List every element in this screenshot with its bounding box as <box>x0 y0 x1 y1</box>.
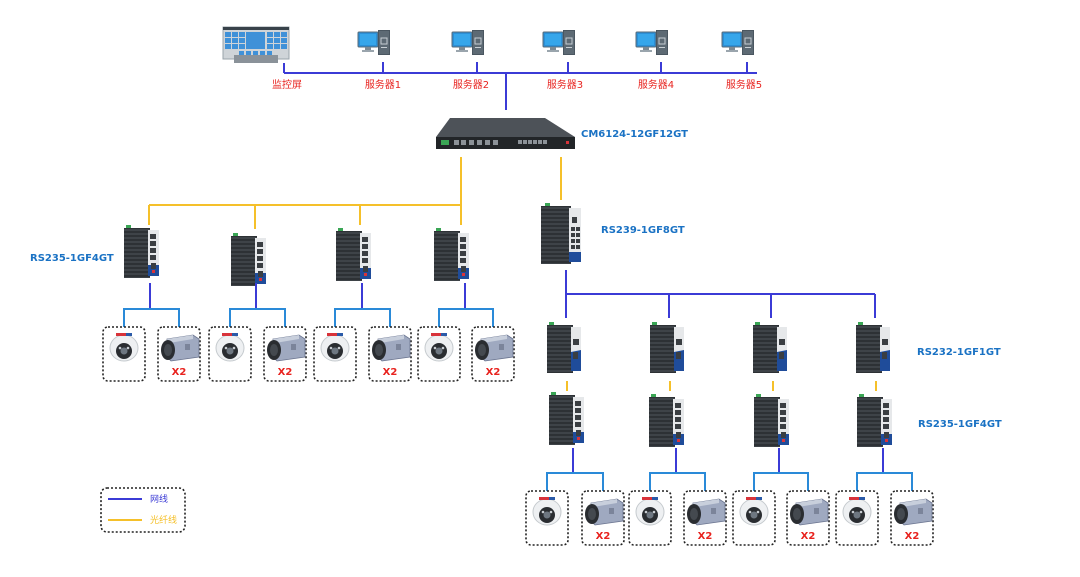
box-camera-icon <box>266 334 306 362</box>
camera-branch-link <box>856 472 913 491</box>
legend: 网线 光纤线 <box>100 487 186 533</box>
right-network-bus <box>565 270 876 318</box>
camera-group-box: X2 <box>786 490 830 546</box>
camera-group-dome <box>628 490 672 546</box>
camera-links <box>123 283 913 491</box>
camera-quantity-label: X2 <box>383 367 398 378</box>
server-2-icon <box>451 29 485 56</box>
legend-network-label: 网线 <box>150 493 168 505</box>
camera-quantity-label: X2 <box>698 531 713 542</box>
aggregation-switch-model-label: RS239-1GF8GT <box>601 225 685 236</box>
camera-group-box: X2 <box>263 326 307 382</box>
camera-group-box: X2 <box>890 490 934 546</box>
device-label-server-1: 服务器1 <box>365 78 401 91</box>
fiber-links <box>148 157 877 391</box>
left-access-switch-2-icon <box>231 233 266 286</box>
media-converter-4-icon <box>856 322 890 373</box>
left-switch-model-label: RS235-1GF4GT <box>30 253 114 264</box>
camera-group-dome <box>313 326 357 382</box>
device-label-server-5: 服务器5 <box>726 78 762 91</box>
right-access-switch-4-icon <box>857 394 892 447</box>
left-access-switch-3-icon <box>336 228 371 281</box>
camera-group-dome <box>835 490 879 546</box>
right-access-switch-model-label: RS235-1GF4GT <box>918 419 1002 430</box>
server-5-icon <box>721 29 755 56</box>
camera-group-box: X2 <box>581 490 625 546</box>
core-switch-model-label: CM6124-12GF12GT <box>581 129 688 140</box>
media-converter-3-icon <box>753 322 787 373</box>
camera-group-dome <box>732 490 776 546</box>
server-1-icon <box>357 29 391 56</box>
camera-group-box: X2 <box>157 326 201 382</box>
box-camera-icon <box>893 498 933 526</box>
camera-group-dome <box>102 326 146 382</box>
media-converter-1-icon <box>547 322 581 373</box>
camera-group-dome <box>208 326 252 382</box>
camera-branch-link <box>334 308 391 327</box>
camera-group-dome <box>525 490 569 546</box>
left-access-switch-1-icon <box>124 225 159 278</box>
box-camera-icon <box>160 334 200 362</box>
box-camera-icon <box>584 498 624 526</box>
right-access-switch-1-icon <box>549 392 584 445</box>
camera-quantity-label: X2 <box>278 367 293 378</box>
camera-branch-link <box>438 308 494 327</box>
box-camera-icon <box>789 498 829 526</box>
left-access-switch-4-icon <box>434 228 469 281</box>
box-camera-icon <box>474 334 514 362</box>
camera-group-box: X2 <box>368 326 412 382</box>
device-label-server-2: 服务器2 <box>453 78 489 91</box>
core-switch-icon <box>436 118 575 149</box>
legend-fiber-label: 光纤线 <box>150 514 177 526</box>
right-access-switch-2-icon <box>649 394 684 447</box>
server-4-icon <box>635 29 669 56</box>
aggregation-switch-icon <box>541 203 581 264</box>
camera-quantity-label: X2 <box>486 367 501 378</box>
camera-quantity-label: X2 <box>172 367 187 378</box>
camera-branch-link <box>753 472 809 491</box>
monitor-wall-icon <box>222 26 290 63</box>
device-label-server-4: 服务器4 <box>638 78 674 91</box>
right-access-switch-3-icon <box>754 394 789 447</box>
camera-group-box: X2 <box>471 326 515 382</box>
top-network-bus <box>283 62 757 110</box>
box-camera-icon <box>686 498 726 526</box>
device-label-monitor-wall: 监控屏 <box>272 78 302 91</box>
legend-box <box>100 487 186 533</box>
box-camera-icon <box>371 334 411 362</box>
media-converter-2-icon <box>650 322 684 373</box>
camera-branch-link <box>546 472 604 491</box>
camera-group-box: X2 <box>683 490 727 546</box>
camera-branch-link <box>123 308 180 327</box>
camera-quantity-label: X2 <box>905 531 920 542</box>
camera-quantity-label: X2 <box>596 531 611 542</box>
camera-quantity-label: X2 <box>801 531 816 542</box>
device-label-server-3: 服务器3 <box>547 78 583 91</box>
camera-group-dome <box>417 326 461 382</box>
camera-branch-link <box>649 472 706 491</box>
server-3-icon <box>542 29 576 56</box>
camera-branch-link <box>229 308 286 327</box>
media-converter-model-label: RS232-1GF1GT <box>917 347 1001 358</box>
